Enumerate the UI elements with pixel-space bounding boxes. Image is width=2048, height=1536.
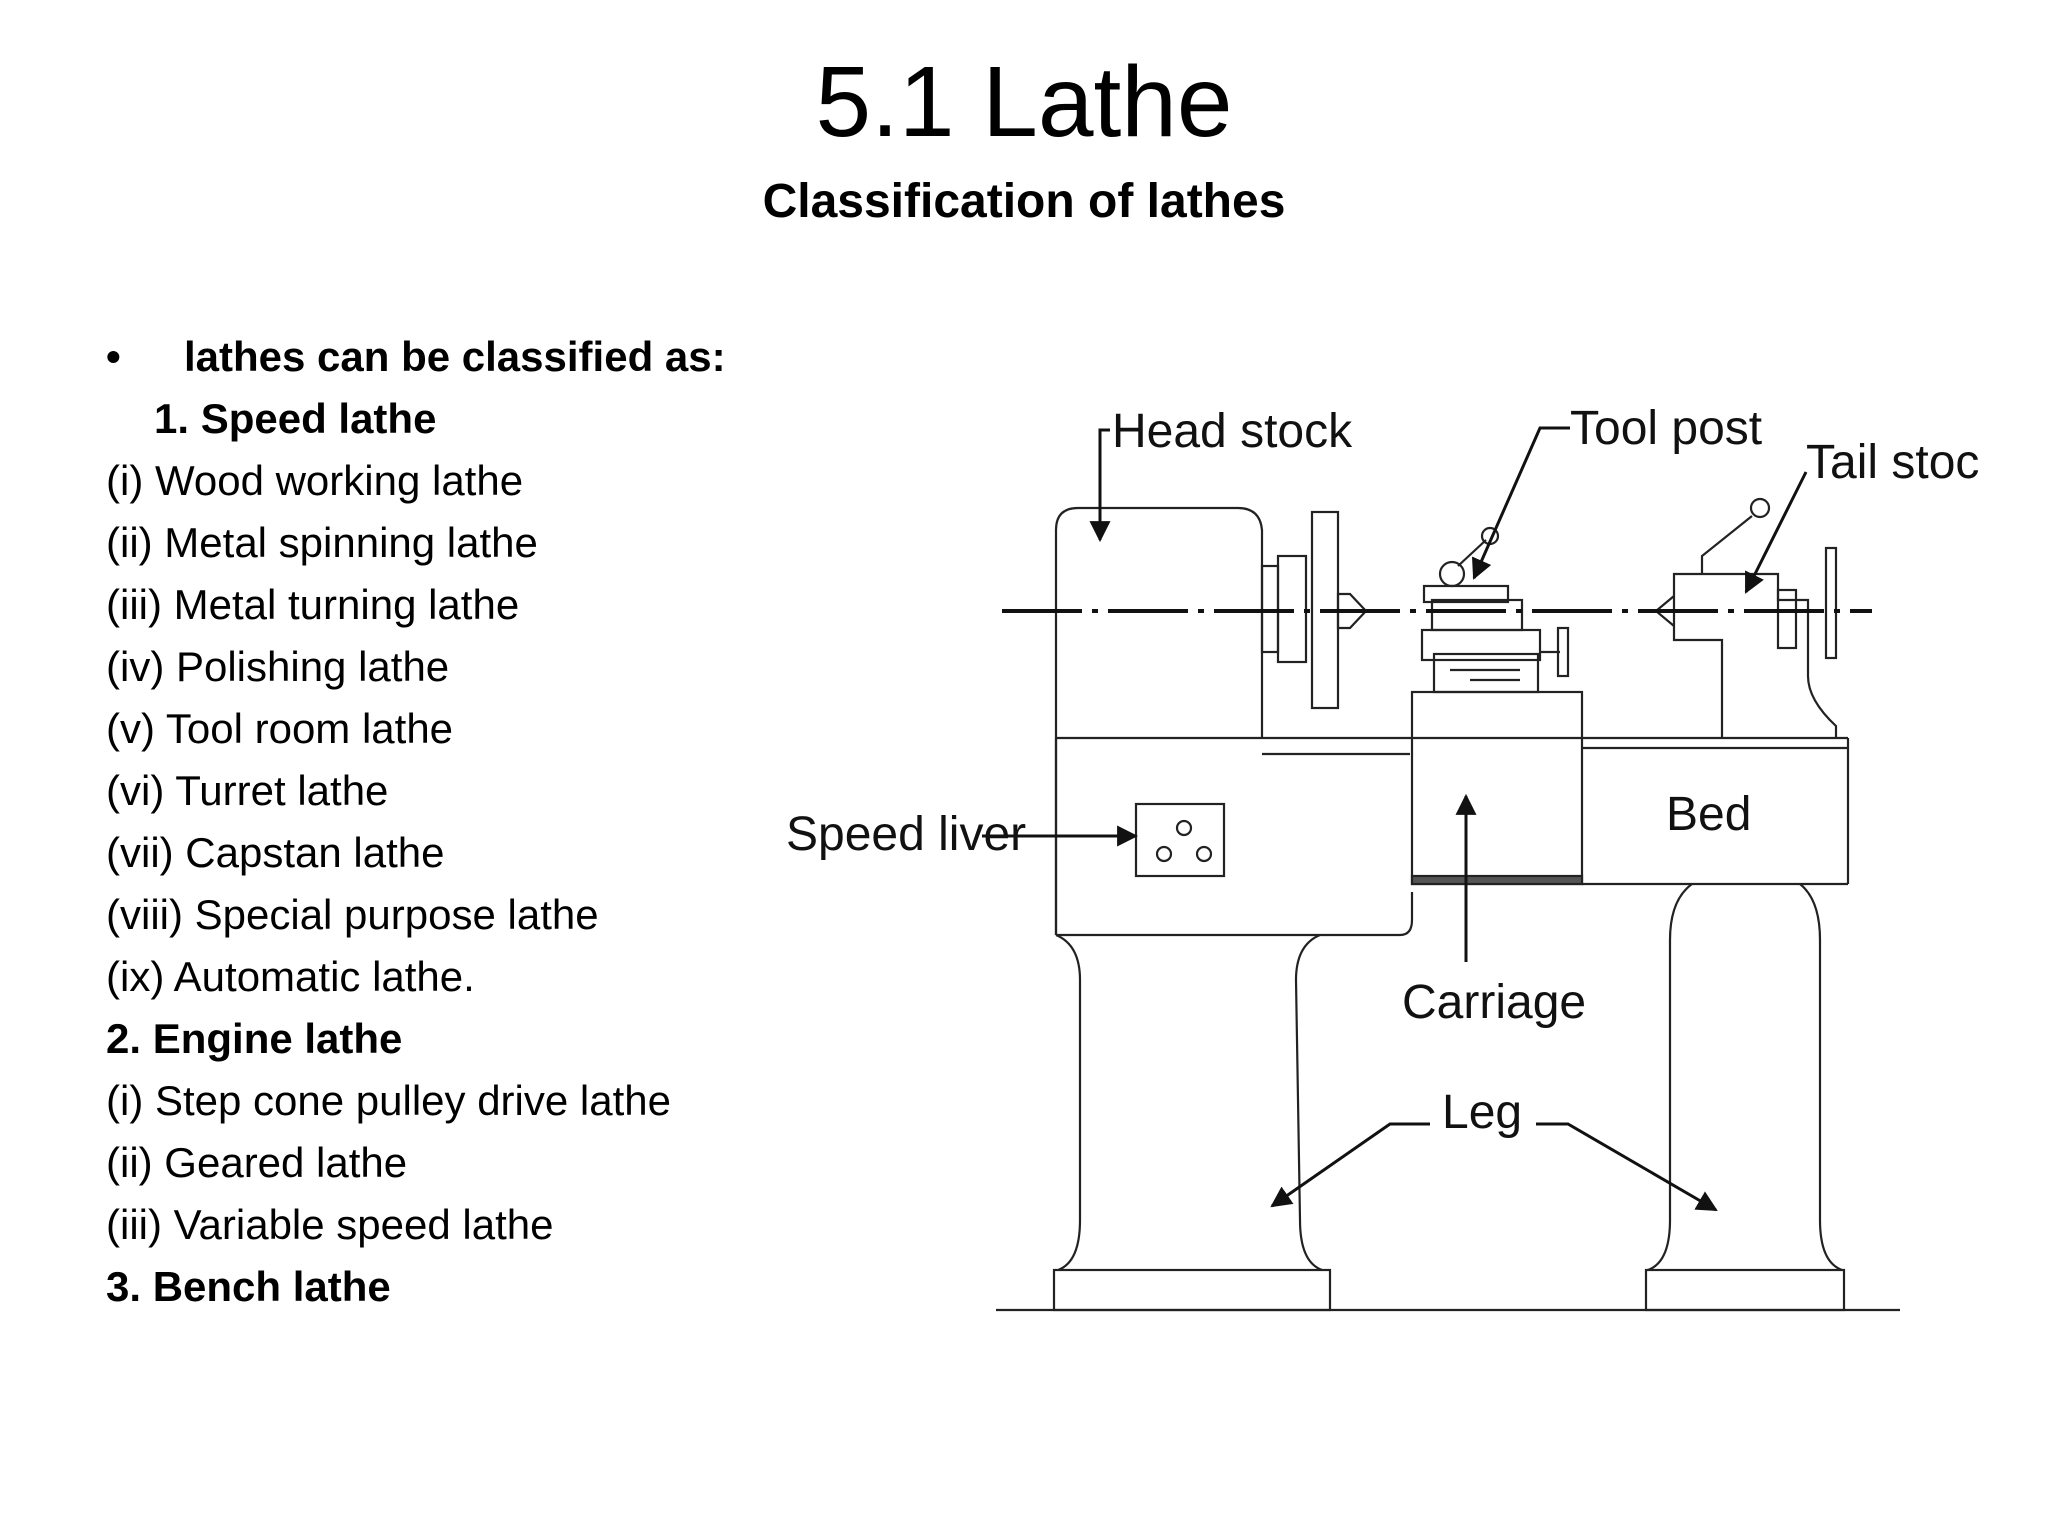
leg-arrow-right — [1536, 1122, 1718, 1212]
speed-lever-hole — [1195, 845, 1213, 863]
live-center — [1336, 592, 1368, 630]
list-item: (vi) Turret lathe — [106, 767, 389, 814]
right-foot — [1644, 1268, 1846, 1312]
compound-rest — [1430, 598, 1524, 632]
tail-stock-handwheel — [1824, 546, 1838, 660]
list-item: (viii) Special purpose lathe — [106, 891, 599, 938]
leg-arrow-left — [1270, 1122, 1430, 1208]
intro-text: lathes can be classified as: — [184, 333, 726, 380]
label-leg: Leg — [1442, 1086, 1522, 1139]
head-stock-arrow — [1089, 428, 1111, 543]
label-bed: Bed — [1666, 788, 1751, 841]
list-item: (v) Tool room lathe — [106, 705, 454, 752]
lathe-diagram: Head stock Tool post Tail stock Speed li… — [786, 402, 1980, 1312]
classification-list: • lathes can be classified as: 1. Speed l… — [106, 326, 806, 1318]
speed-lever-hole — [1155, 845, 1173, 863]
list-item: (ii) Geared lathe — [106, 1139, 408, 1186]
left-leg-inner — [1294, 933, 1323, 1272]
right-leg-inner — [1799, 883, 1843, 1272]
head-stock-body — [1054, 506, 1264, 935]
tail-stock-quill — [1776, 588, 1798, 650]
tail-stock-lever-end — [1749, 497, 1771, 519]
speed-lever-box — [1134, 802, 1226, 878]
list-item: (iii) Variable speed lathe — [106, 1201, 554, 1248]
carriage-box — [1410, 690, 1584, 886]
left-leg — [1055, 933, 1082, 1272]
right-leg — [1647, 883, 1693, 1272]
label-carriage: Carriage — [1402, 976, 1586, 1029]
cross-slide — [1420, 628, 1542, 662]
speed-lathe-heading: 1. Speed lathe — [154, 395, 437, 442]
slide-title: 5.1 Lathe — [815, 46, 1233, 158]
body-bottom — [1056, 892, 1414, 937]
list-item: (vii) Capstan lathe — [106, 829, 445, 876]
tool-post-arrow — [1472, 426, 1570, 580]
tool-post-lever — [1457, 539, 1487, 567]
tail-stock-body — [1672, 572, 1838, 738]
cross-slide-base — [1432, 652, 1540, 694]
bullet-icon: • — [106, 333, 121, 380]
tail-stock-lever — [1700, 515, 1753, 574]
slide-subtitle: Classification of lathes — [762, 175, 1286, 228]
list-item: (i) Step cone pulley drive lathe — [106, 1077, 671, 1124]
tail-stock-arrow — [1744, 471, 1808, 594]
list-item: (ix) Automatic lathe. — [106, 953, 475, 1000]
list-intro: • lathes can be classified as: — [106, 326, 806, 388]
left-foot — [1052, 1268, 1332, 1312]
engine-lathe-heading: 2. Engine lathe — [106, 1015, 403, 1062]
list-item: (iv) Polishing lathe — [106, 643, 450, 690]
label-tail-stock: Tail stock — [1806, 436, 1980, 489]
speed-lever-hole — [1175, 819, 1193, 837]
label-speed-liver: Speed liver — [786, 808, 1026, 861]
label-tool-post: Tool post — [1570, 402, 1762, 455]
list-item: (i) Wood working lathe — [106, 457, 524, 504]
list-item: (ii) Metal spinning lathe — [106, 519, 538, 566]
list-item: (iii) Metal turning lathe — [106, 581, 520, 628]
tool-post-block — [1422, 584, 1510, 604]
bench-lathe-heading: 3. Bench lathe — [106, 1263, 391, 1310]
carriage-apron — [1410, 874, 1584, 886]
tool-post-knob — [1438, 560, 1466, 588]
label-head-stock: Head stock — [1112, 405, 1353, 458]
cross-slide-handwheel — [1556, 626, 1570, 678]
